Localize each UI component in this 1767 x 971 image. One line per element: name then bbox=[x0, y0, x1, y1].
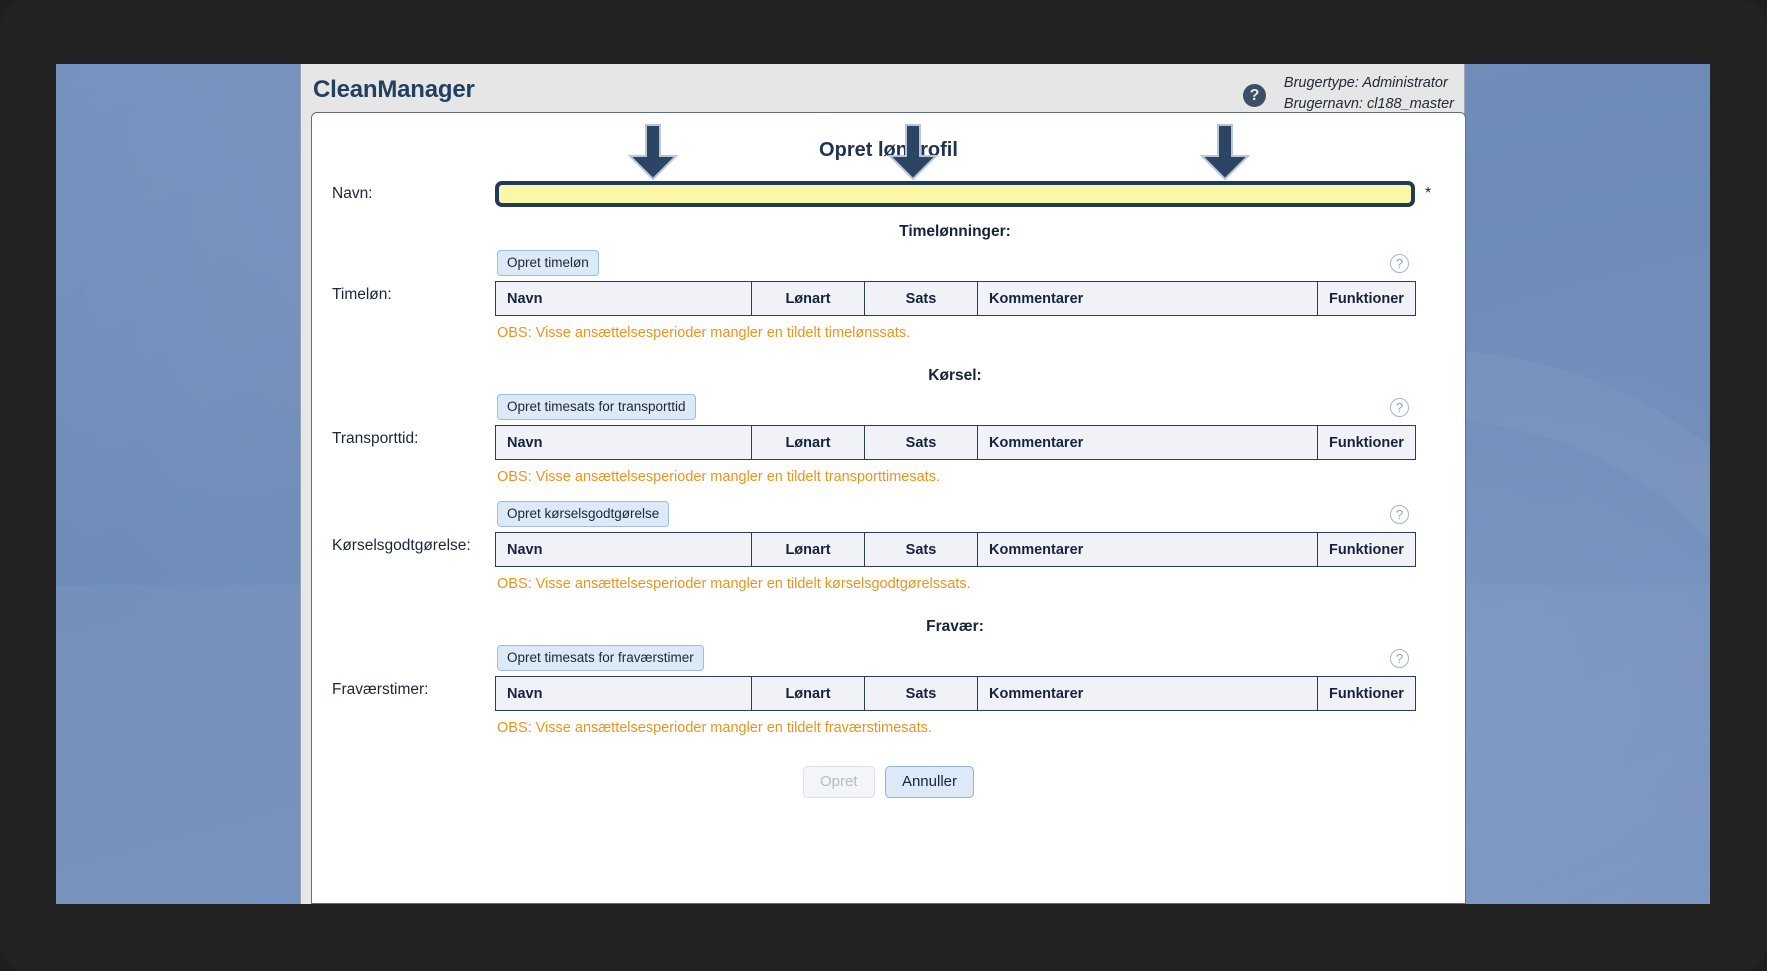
column-header-navn: Navn bbox=[495, 281, 752, 316]
column-header-funktioner: Funktioner bbox=[1317, 425, 1416, 460]
warning-note-transporttid: OBS: Visse ansættelsesperioder mangler e… bbox=[497, 469, 940, 485]
dialog-title: Opret lønprofil bbox=[819, 139, 958, 161]
user-type: Brugertype: Administrator bbox=[1283, 75, 1448, 91]
column-header-funktioner: Funktioner bbox=[1317, 281, 1416, 316]
column-header-lonart: Lønart bbox=[751, 281, 865, 316]
column-header-sats: Sats bbox=[864, 425, 978, 460]
column-header-lonart: Lønart bbox=[751, 532, 865, 567]
opret-timelon-button[interactable]: Opret timeløn bbox=[497, 250, 599, 276]
table-header-row: Navn Lønart Sats Kommentarer Funktioner bbox=[495, 281, 1416, 316]
help-icon[interactable]: ? bbox=[1390, 505, 1409, 524]
rate-block-timelon: Timeløn: ? Opret timeløn Navn Lønart Sat… bbox=[332, 250, 1445, 341]
transporttid-table: Navn Lønart Sats Kommentarer Funktioner bbox=[495, 425, 1416, 460]
required-asterisk: * bbox=[1425, 185, 1432, 202]
column-header-lonart: Lønart bbox=[751, 425, 865, 460]
section-heading-timelonninger: Timelønninger: bbox=[899, 223, 1011, 240]
dialog-footer: Opret Annuller bbox=[332, 766, 1445, 798]
help-icon[interactable]: ? bbox=[1390, 649, 1409, 668]
fravaerstimer-table: Navn Lønart Sats Kommentarer Funktioner bbox=[495, 676, 1416, 711]
rate-block-fravaerstimer: Fraværstimer: ? Opret timesats for fravæ… bbox=[332, 645, 1445, 736]
help-icon[interactable]: ? bbox=[1390, 398, 1409, 417]
column-header-kommentarer: Kommentarer bbox=[977, 281, 1318, 316]
name-field-row: Navn: * bbox=[332, 181, 1445, 207]
rate-label-transporttid: Transporttid: bbox=[332, 430, 419, 447]
opret-korselsgodtgorelse-button[interactable]: Opret kørselsgodtgørelse bbox=[497, 501, 670, 527]
table-header-row: Navn Lønart Sats Kommentarer Funktioner bbox=[495, 425, 1416, 460]
opret-timesats-fravaerstimer-button[interactable]: Opret timesats for fraværstimer bbox=[497, 645, 704, 671]
rate-label-korselsgodtgorelse: Kørselsgodtgørelse: bbox=[332, 537, 471, 554]
warning-note-fravaerstimer: OBS: Visse ansættelsesperioder mangler e… bbox=[497, 720, 932, 736]
column-header-navn: Navn bbox=[495, 676, 752, 711]
user-info: Brugertype: Administrator Brugernavn: cl… bbox=[1284, 73, 1454, 115]
column-header-kommentarer: Kommentarer bbox=[977, 676, 1318, 711]
column-header-funktioner: Funktioner bbox=[1317, 532, 1416, 567]
app-header: CleanManager ? Brugertype: Administrator… bbox=[301, 64, 1464, 116]
rate-block-korselsgodtgorelse: Kørselsgodtgørelse: ? Opret kørselsgodtg… bbox=[332, 501, 1445, 592]
column-header-kommentarer: Kommentarer bbox=[977, 425, 1318, 460]
column-header-kommentarer: Kommentarer bbox=[977, 532, 1318, 567]
korselsgodtgorelse-table: Navn Lønart Sats Kommentarer Funktioner bbox=[495, 532, 1416, 567]
section-heading-fravaer: Fravær: bbox=[926, 618, 984, 635]
column-header-sats: Sats bbox=[864, 532, 978, 567]
rate-block-transporttid: Transporttid: ? Opret timesats for trans… bbox=[332, 394, 1445, 485]
timelon-table: Navn Lønart Sats Kommentarer Funktioner bbox=[495, 281, 1416, 316]
opret-timesats-transporttid-button[interactable]: Opret timesats for transporttid bbox=[497, 394, 696, 420]
column-header-funktioner: Funktioner bbox=[1317, 676, 1416, 711]
name-field-label: Navn: bbox=[332, 185, 373, 202]
warning-note-korselsgodtgorelse: OBS: Visse ansættelsesperioder mangler e… bbox=[497, 576, 971, 592]
help-icon[interactable]: ? bbox=[1390, 254, 1409, 273]
warning-note-timelon: OBS: Visse ansættelsesperioder mangler e… bbox=[497, 325, 911, 341]
rate-label-fravaerstimer: Fraværstimer: bbox=[332, 681, 429, 698]
app-logo: CleanManager bbox=[313, 76, 475, 103]
annuller-button[interactable]: Annuller bbox=[884, 766, 974, 798]
user-name: Brugernavn: cl188_master bbox=[1283, 96, 1454, 112]
column-header-sats: Sats bbox=[864, 281, 978, 316]
help-icon[interactable]: ? bbox=[1243, 84, 1266, 107]
opret-lonprofil-dialog: Opret lønprofil Navn: * Timelønninger: T… bbox=[311, 112, 1466, 904]
column-header-sats: Sats bbox=[864, 676, 978, 711]
name-input[interactable] bbox=[495, 181, 1415, 207]
opret-submit-button[interactable]: Opret bbox=[802, 766, 875, 798]
column-header-navn: Navn bbox=[495, 425, 752, 460]
table-header-row: Navn Lønart Sats Kommentarer Funktioner bbox=[495, 532, 1416, 567]
table-header-row: Navn Lønart Sats Kommentarer Funktioner bbox=[495, 676, 1416, 711]
rate-label-timelon: Timeløn: bbox=[332, 286, 392, 303]
section-heading-korsel: Kørsel: bbox=[928, 367, 982, 384]
column-header-lonart: Lønart bbox=[751, 676, 865, 711]
column-header-navn: Navn bbox=[495, 532, 752, 567]
